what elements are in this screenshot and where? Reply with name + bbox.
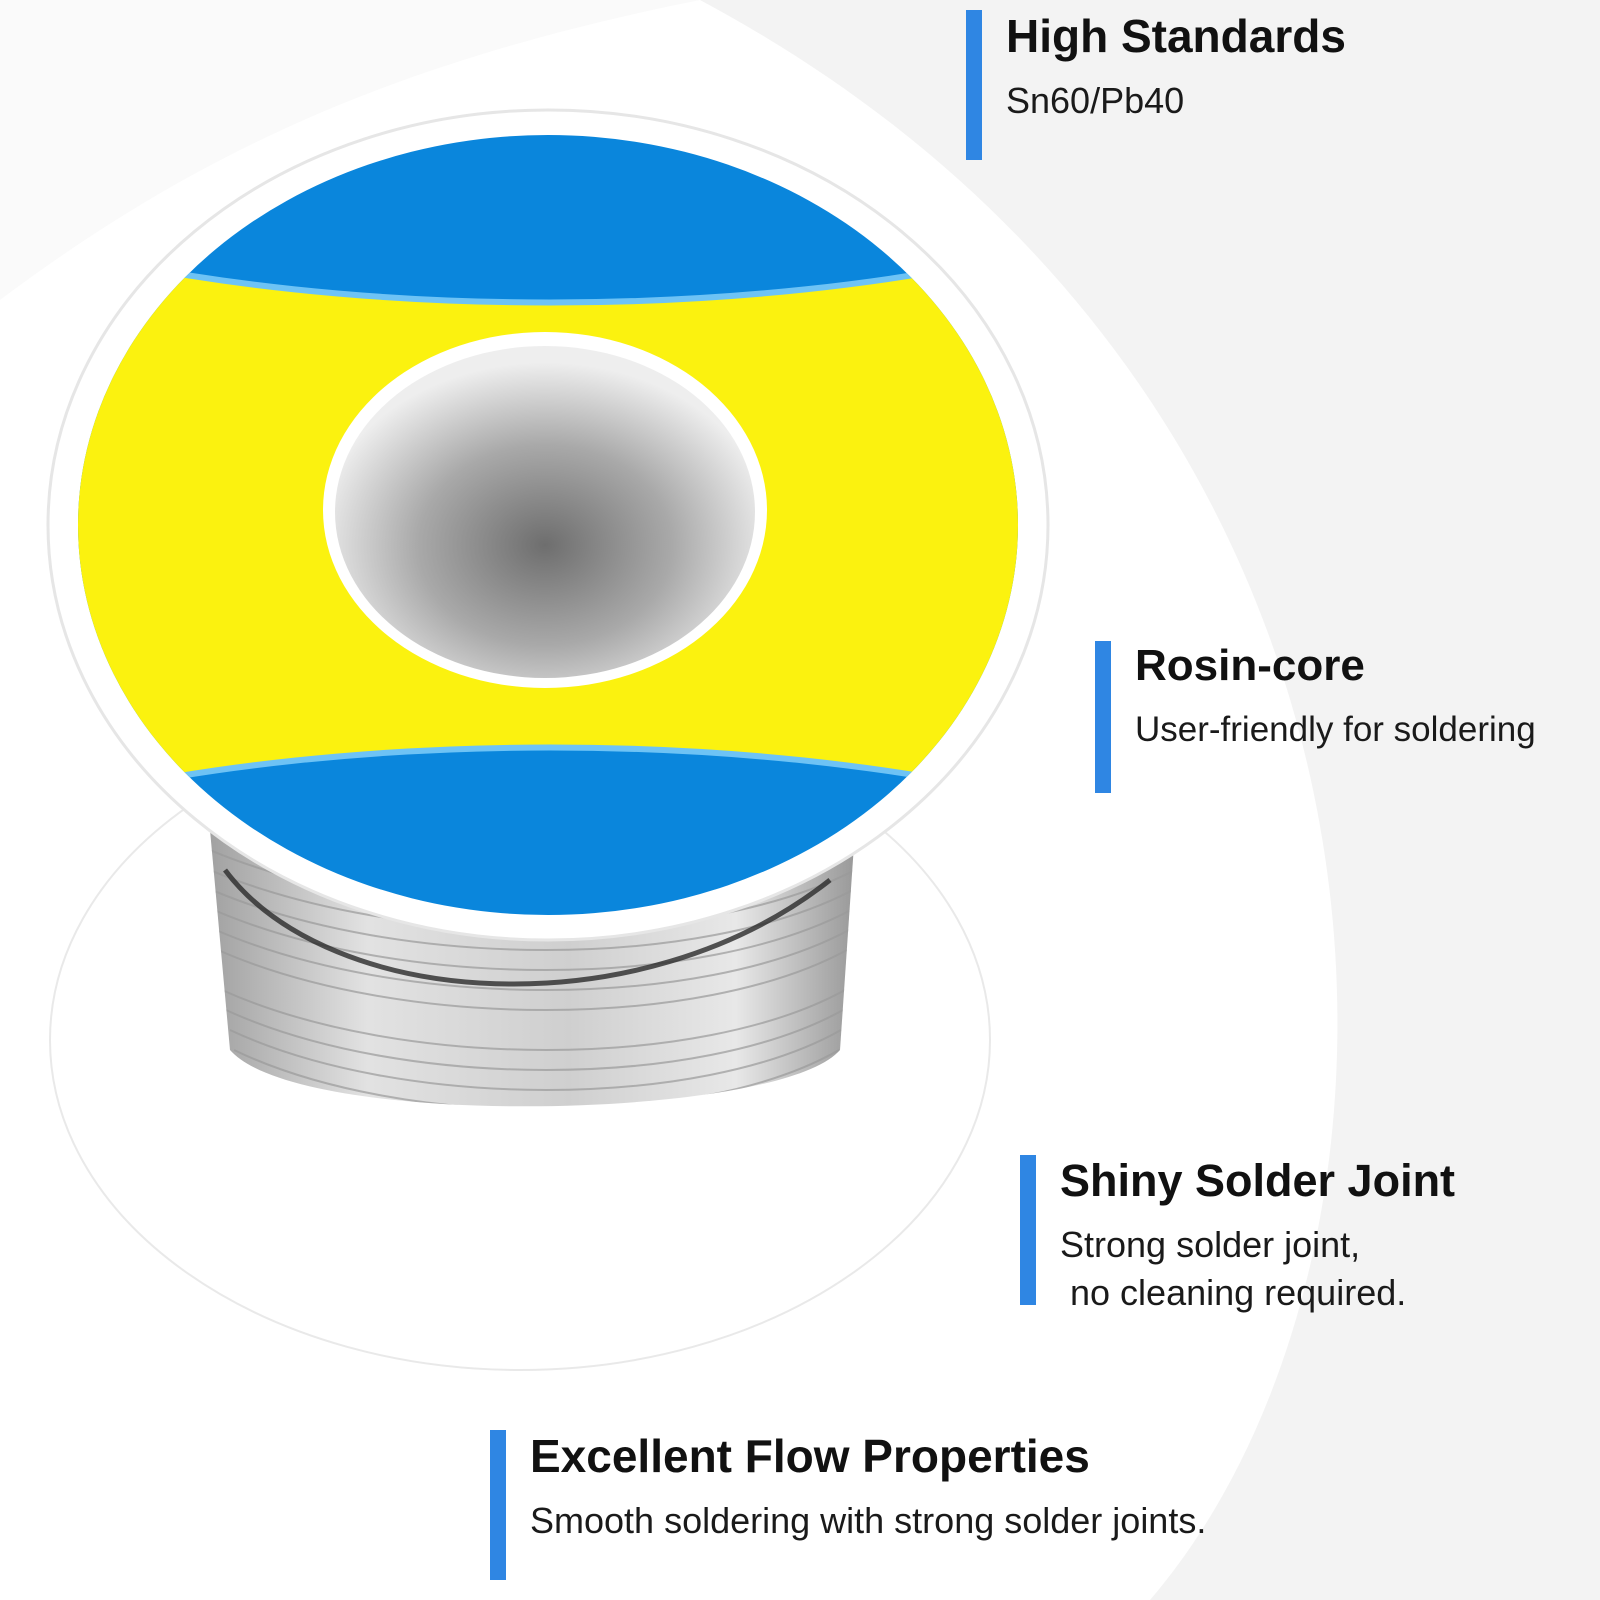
feature-high-standards: High Standards Sn60/Pb40 bbox=[966, 10, 1346, 160]
feature-title: Excellent Flow Properties bbox=[530, 1430, 1090, 1482]
feature-description: Smooth soldering with strong solder join… bbox=[530, 1499, 1207, 1541]
feature-shiny-solder-joint: Shiny Solder Joint Strong solder joint, … bbox=[1020, 1155, 1456, 1313]
background-swoosh bbox=[0, 0, 700, 300]
background-swoosh bbox=[700, 0, 1600, 1600]
accent-bar bbox=[1020, 1155, 1036, 1305]
spool-label bbox=[78, 135, 1018, 915]
feature-title: High Standards bbox=[1006, 10, 1346, 62]
feature-rosin-core: Rosin-core User-friendly for soldering bbox=[1095, 641, 1536, 793]
spool-center-hole bbox=[335, 346, 755, 678]
accent-bar bbox=[490, 1430, 506, 1580]
accent-bar bbox=[966, 10, 982, 160]
feature-description: User-friendly for soldering bbox=[1135, 709, 1536, 749]
feature-description: Strong solder joint, bbox=[1060, 1223, 1361, 1265]
feature-title: Shiny Solder Joint bbox=[1060, 1155, 1456, 1206]
feature-description: no cleaning required. bbox=[1060, 1272, 1407, 1314]
feature-title: Rosin-core bbox=[1135, 641, 1365, 690]
feature-excellent-flow-properties: Excellent Flow Properties Smooth solderi… bbox=[490, 1430, 1206, 1580]
accent-bar bbox=[1095, 641, 1111, 793]
feature-description: Sn60/Pb40 bbox=[1006, 79, 1185, 121]
